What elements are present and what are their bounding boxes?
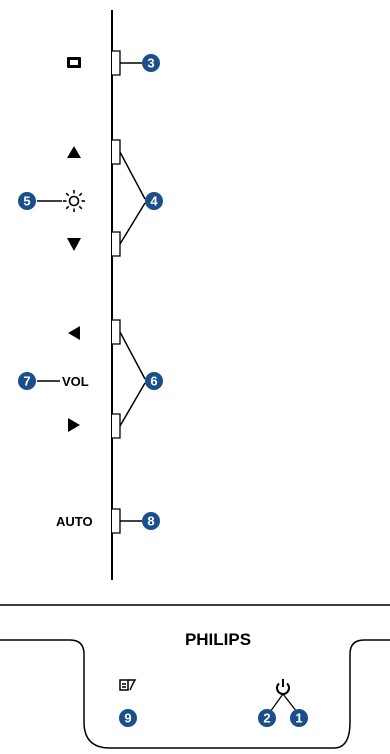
svg-text:7: 7 — [23, 374, 30, 389]
brand-logo: PHILIPS — [185, 630, 251, 649]
svg-text:8: 8 — [147, 514, 154, 529]
brightness-icon — [63, 190, 85, 212]
svg-text:1: 1 — [295, 711, 302, 726]
callout-1: 1 — [290, 709, 308, 727]
svg-text:5: 5 — [23, 194, 30, 209]
callout-6: 6 — [145, 372, 163, 390]
callout-5: 5 — [18, 192, 36, 210]
button-menu[interactable] — [112, 50, 121, 76]
menu-icon — [67, 57, 81, 68]
connector-6b — [119, 382, 146, 427]
svg-text:2: 2 — [263, 711, 270, 726]
front-panel: PHILIPS 9 2 1 — [0, 604, 390, 749]
power-icon — [276, 679, 290, 695]
button-auto[interactable] — [112, 508, 121, 534]
connector-1 — [282, 693, 298, 713]
callout-3: 3 — [142, 54, 160, 72]
vol-label: VOL — [62, 374, 89, 389]
button-down[interactable] — [112, 231, 121, 257]
connector-4a — [119, 151, 146, 200]
button-up[interactable] — [112, 139, 121, 165]
callout-7: 7 — [18, 372, 36, 390]
triangle-down-icon — [67, 238, 81, 251]
callout-4: 4 — [145, 192, 163, 210]
svg-text:6: 6 — [150, 374, 157, 389]
button-left[interactable] — [112, 319, 121, 345]
svg-text:9: 9 — [124, 711, 131, 726]
bezel-outline — [0, 639, 390, 749]
callout-2: 2 — [258, 709, 276, 727]
button-right[interactable] — [112, 413, 121, 439]
auto-label: AUTO — [56, 514, 93, 529]
connector-4b — [119, 202, 146, 245]
side-panel: VOL AUTO — [37, 10, 146, 580]
triangle-right-icon — [68, 418, 80, 432]
connector-6a — [119, 331, 146, 380]
connector-2 — [269, 693, 284, 713]
smartimage-icon — [119, 679, 137, 691]
callout-9: 9 — [119, 709, 137, 727]
svg-text:3: 3 — [147, 56, 154, 71]
svg-text:4: 4 — [150, 194, 158, 209]
triangle-left-icon — [68, 326, 80, 340]
triangle-up-icon — [67, 146, 81, 158]
callout-8: 8 — [142, 512, 160, 530]
